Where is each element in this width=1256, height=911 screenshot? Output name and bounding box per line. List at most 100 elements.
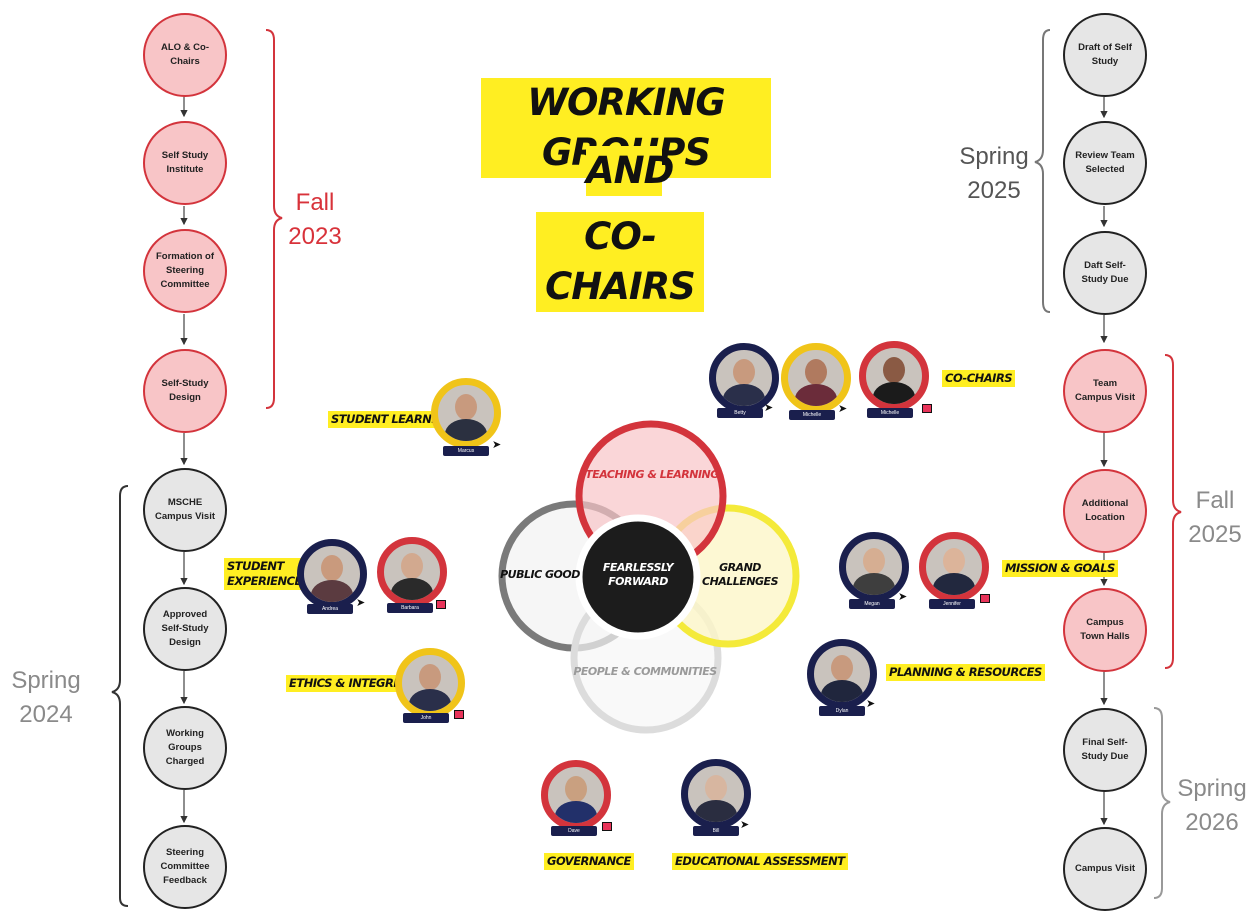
nametag-michelle-1: Michelle <box>789 410 835 420</box>
avatar-michelle-1 <box>781 343 851 413</box>
venn-top-label: TEACHING & LEARNING <box>585 468 719 481</box>
avatar-body <box>873 382 915 404</box>
avatar-head <box>831 655 853 681</box>
avatar-body <box>445 419 487 441</box>
avatar-marcus <box>431 378 501 448</box>
avatar-body <box>853 573 895 595</box>
bracket-spring-2026 <box>1153 707 1171 899</box>
label-mission-goals: MISSION & GOALS <box>1002 560 1118 577</box>
node-approved-design: Approved Self-Study Design <box>143 587 227 671</box>
avatar-andrea <box>297 539 367 609</box>
avatar-head <box>401 553 423 579</box>
avatar-jennifer <box>919 532 989 602</box>
bracket-fall-2025 <box>1164 354 1182 669</box>
node-draft-self-study: Draft of Self Study <box>1063 13 1147 97</box>
avatar-body <box>695 800 737 822</box>
avatar-john <box>395 648 465 718</box>
avatar-body <box>391 578 433 600</box>
avatar-bill <box>681 759 751 829</box>
avatar-head <box>455 394 477 420</box>
cursor-icon: ➤ <box>492 439 502 451</box>
cursor-icon: ➤ <box>838 403 848 415</box>
cursor-icon: ➤ <box>866 698 876 710</box>
avatar-body <box>933 573 975 595</box>
node-self-study-institute: Self Study Institute <box>143 121 227 205</box>
label-governance: GOVERNANCE <box>544 853 634 870</box>
title-line-3: CO-CHAIRS <box>536 212 704 312</box>
label-co-chairs: CO-CHAIRS <box>942 370 1016 387</box>
node-alo-co-chairs: ALO & Co-Chairs <box>143 13 227 97</box>
nametag-michelle-2: Michelle <box>867 408 913 418</box>
avatar-body <box>409 689 451 711</box>
cursor-icon: ➤ <box>898 591 908 603</box>
cursor-icon: ➤ <box>740 819 750 831</box>
avatar-head <box>565 776 587 802</box>
node-formation-steering: Formation of Steering Committee <box>143 229 227 313</box>
node-town-halls: Campus Town Halls <box>1063 588 1147 672</box>
presenter-icon <box>922 404 932 413</box>
avatar-head <box>883 357 905 383</box>
presenter-icon <box>602 822 612 831</box>
avatar-body <box>723 384 765 406</box>
avatar-dave <box>541 760 611 830</box>
avatar-body <box>555 801 597 823</box>
presenter-icon <box>436 600 446 609</box>
node-team-visit: Team Campus Visit <box>1063 349 1147 433</box>
avatar-head <box>943 548 965 574</box>
node-draft-due: Daft Self-Study Due <box>1063 231 1147 315</box>
nametag-dave: Dave <box>551 826 597 836</box>
avatar-head <box>419 664 441 690</box>
bracket-spring-2024 <box>111 485 129 907</box>
nametag-megan: Megan <box>849 599 895 609</box>
avatar-dylan <box>807 639 877 709</box>
bracket-spring-2025 <box>1034 29 1051 313</box>
nametag-marcus: Marcus <box>443 446 489 456</box>
node-final-due: Final Self-Study Due <box>1063 708 1147 792</box>
avatar-head <box>705 775 727 801</box>
label-planning-resources: PLANNING & RESOURCES <box>886 664 1045 681</box>
node-steering-feedback: Steering Committee Feedback <box>143 825 227 909</box>
avatar-head <box>733 359 755 385</box>
nametag-jennifer: Jennifer <box>929 599 975 609</box>
title-line-1: WORKING GROUPS <box>481 78 771 178</box>
nametag-john: John <box>403 713 449 723</box>
avatar-head <box>863 548 885 574</box>
nametag-barbara: Barbara <box>387 603 433 613</box>
cursor-icon: ➤ <box>356 597 366 609</box>
node-additional-location: Additional Location <box>1063 469 1147 553</box>
node-review-team: Review Team Selected <box>1063 121 1147 205</box>
label-educational-assessment: EDUCATIONAL ASSESSMENT <box>672 853 848 870</box>
avatar-barbara <box>377 537 447 607</box>
nametag-betty: Betty <box>717 408 763 418</box>
avatar-body <box>821 680 863 702</box>
avatar-head <box>321 555 343 581</box>
label-ethics-integrity: ETHICS & INTEGRITY <box>286 675 416 692</box>
nametag-bill: Bill <box>693 826 739 836</box>
avatar-body <box>311 580 353 602</box>
bracket-fall-2023 <box>265 29 283 409</box>
node-self-study-design: Self-Study Design <box>143 349 227 433</box>
venn-bottom-label: PEOPLE & COMMUNITIES <box>573 665 717 678</box>
title-line-2: AND <box>586 146 674 196</box>
presenter-icon <box>454 710 464 719</box>
venn-left-label: PUBLIC GOOD <box>500 568 580 581</box>
avatar-head <box>805 359 827 385</box>
nametag-andrea: Andrea <box>307 604 353 614</box>
avatar-michelle-2 <box>859 341 929 411</box>
avatar-body <box>795 384 837 406</box>
label-student-learning: STUDENT LEARNING <box>328 411 457 428</box>
cursor-icon: ➤ <box>764 402 774 414</box>
node-groups-charged: Working Groups Charged <box>143 706 227 790</box>
avatar-megan <box>839 532 909 602</box>
node-msche-visit: MSCHE Campus Visit <box>143 468 227 552</box>
